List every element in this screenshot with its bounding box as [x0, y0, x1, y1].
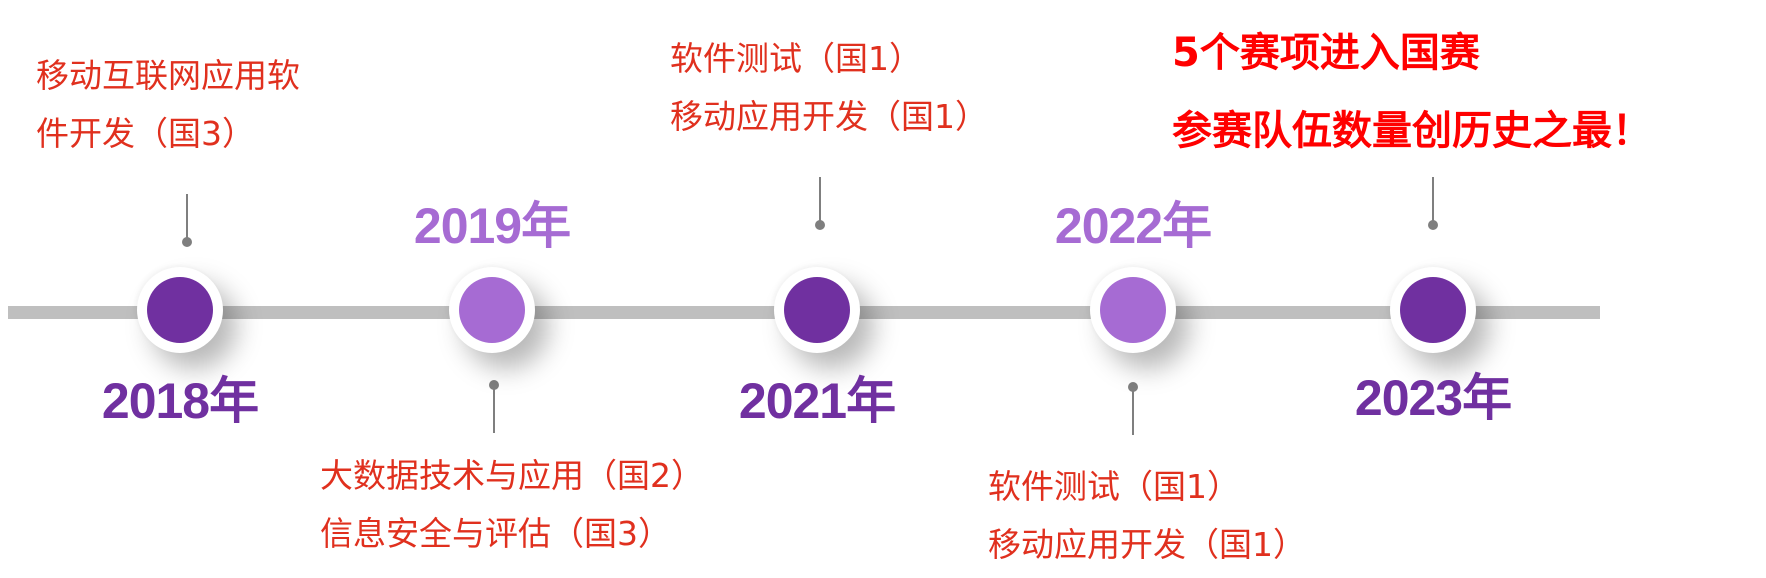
event-2018-line-2: 件开发（国3） [36, 114, 255, 153]
node-2023-dot [1400, 277, 1466, 343]
connector-dot-2023 [1428, 220, 1438, 230]
event-2021-line-2: 移动应用开发（国1） [670, 97, 988, 136]
connector-2022 [1132, 387, 1134, 435]
event-2018-line-1: 移动互联网应用软 [36, 56, 300, 95]
headline-line-1: 5个赛项进入国赛 [1172, 30, 1480, 76]
connector-2023 [1432, 177, 1434, 225]
event-text-2021: 软件测试（国1） 移动应用开发（国1） [670, 30, 988, 146]
connector-dot-2021 [815, 220, 825, 230]
node-2021-dot [784, 277, 850, 343]
headline: 5个赛项进入国赛 参赛队伍数量创历史之最！ [1172, 14, 1652, 170]
connector-2018 [186, 194, 188, 242]
node-2022-dot [1100, 277, 1166, 343]
year-label-2018: 2018年 [101, 373, 259, 429]
event-2019-line-1: 大数据技术与应用（国2） [320, 456, 704, 495]
connector-2019 [493, 385, 495, 433]
connector-2021 [819, 177, 821, 225]
node-2023 [1390, 267, 1476, 353]
node-2018-dot [147, 277, 213, 343]
node-2019 [449, 267, 535, 353]
node-2022 [1090, 267, 1176, 353]
event-text-2022: 软件测试（国1） 移动应用开发（国1） [988, 458, 1306, 574]
year-label-2019: 2019年 [413, 198, 571, 254]
event-text-2019: 大数据技术与应用（国2） 信息安全与评估（国3） [320, 447, 704, 563]
node-2019-dot [459, 277, 525, 343]
node-2021 [774, 267, 860, 353]
event-2022-line-2: 移动应用开发（国1） [988, 525, 1306, 564]
year-label-2022: 2022年 [1054, 198, 1212, 254]
connector-dot-2018 [182, 237, 192, 247]
event-2022-line-1: 软件测试（国1） [988, 467, 1240, 506]
event-2021-line-1: 软件测试（国1） [670, 39, 922, 78]
headline-line-2: 参赛队伍数量创历史之最！ [1172, 108, 1652, 154]
event-text-2018: 移动互联网应用软 件开发（国3） [36, 47, 300, 163]
year-label-2021: 2021年 [738, 373, 896, 429]
event-2019-line-2: 信息安全与评估（国3） [320, 514, 671, 553]
node-2018 [137, 267, 223, 353]
year-label-2023: 2023年 [1354, 370, 1512, 426]
